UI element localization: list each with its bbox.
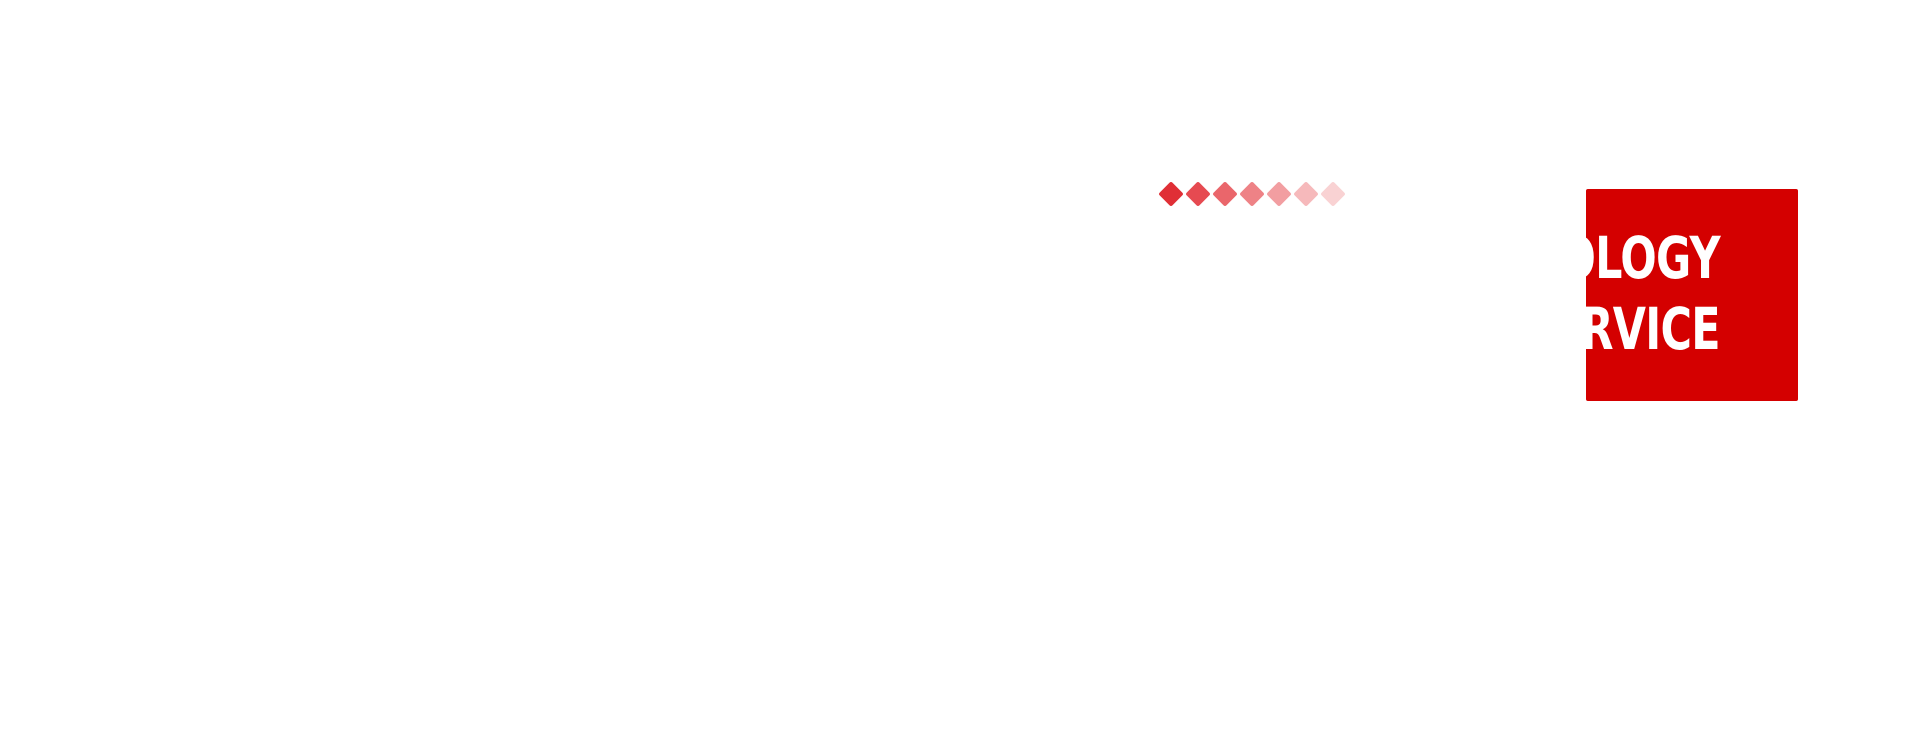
diamond-icon xyxy=(1239,181,1265,207)
diamond-icon xyxy=(1212,181,1238,207)
diamond-icon xyxy=(1185,181,1211,207)
banner-line-1: OLOGY xyxy=(1586,224,1721,292)
diamond-icon xyxy=(1158,181,1184,207)
banner-line-2: RVICE xyxy=(1586,295,1721,363)
diamond-icon xyxy=(1293,181,1319,207)
diamond-icon xyxy=(1266,181,1292,207)
diamond-decoration xyxy=(1158,180,1346,208)
banner-text: OLOGY RVICE xyxy=(1586,223,1721,365)
diamond-icon xyxy=(1320,181,1346,207)
red-banner-block: OLOGY RVICE xyxy=(1586,189,1798,401)
